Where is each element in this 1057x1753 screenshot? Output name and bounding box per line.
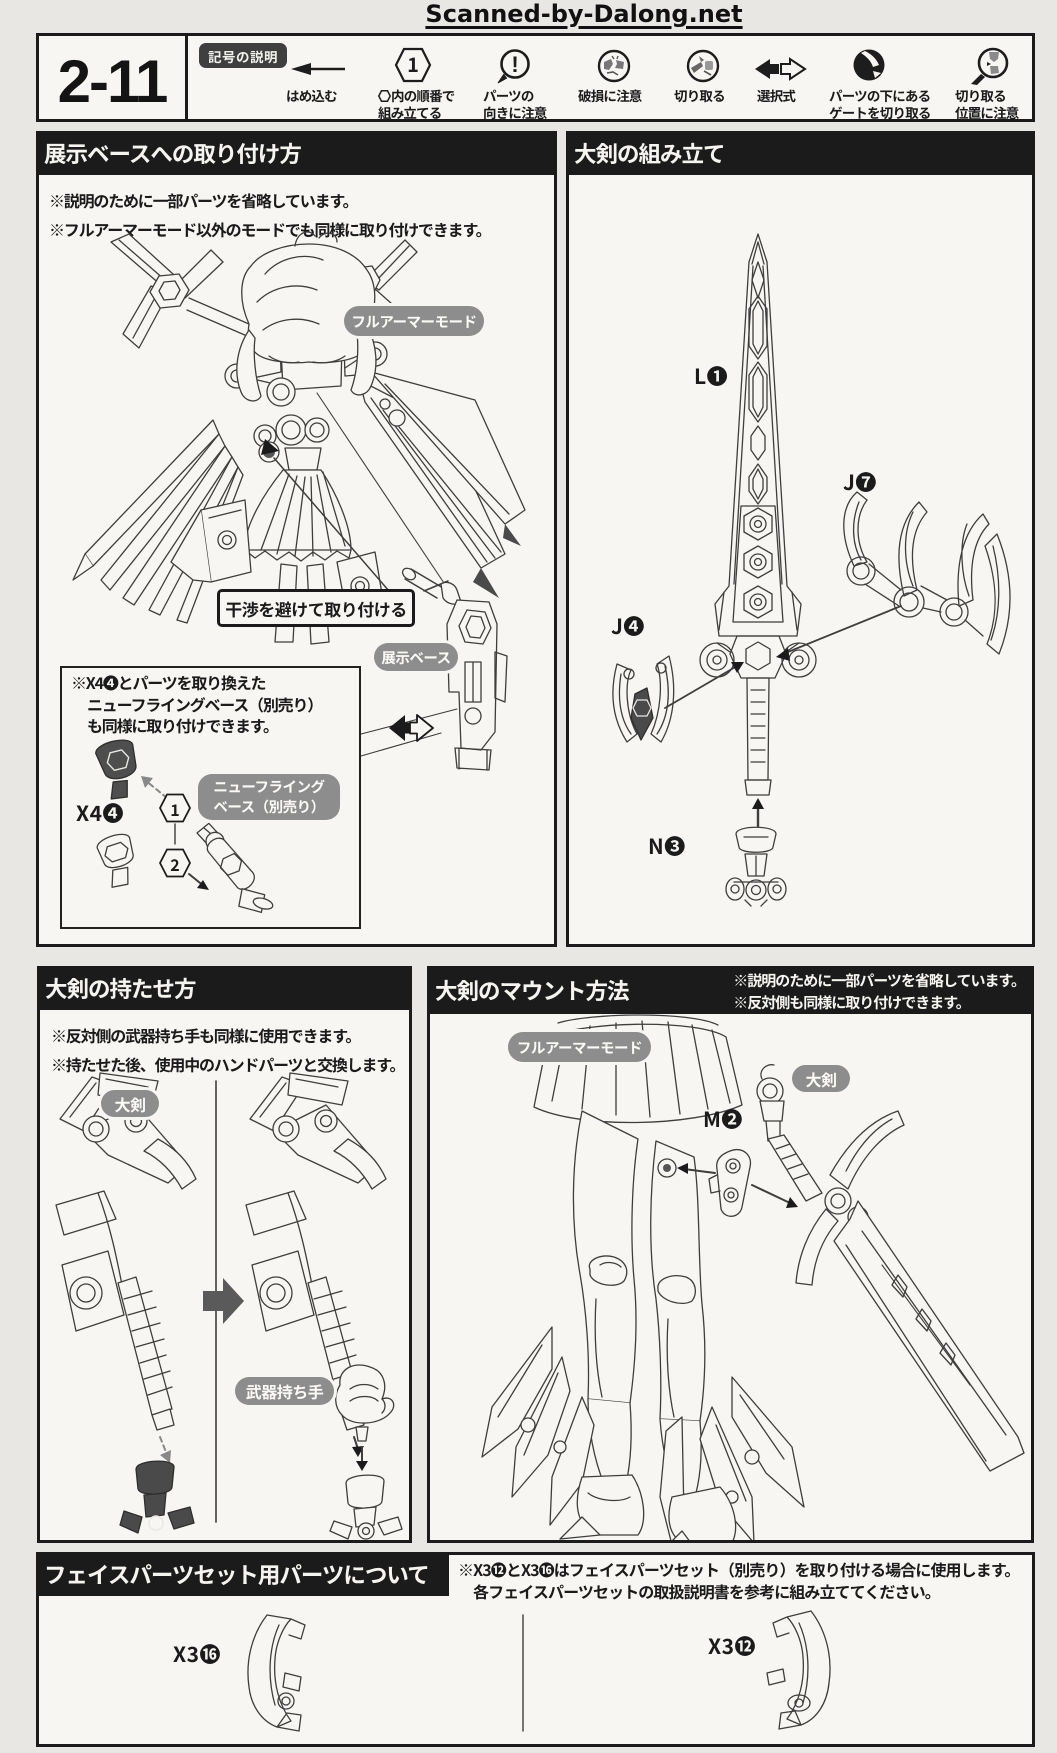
pill-full-armor-mode: フルアーマーモード xyxy=(508,1032,651,1062)
note-line: 各フェイスパーツセットの取扱説明書を参考に組み立ててください。 xyxy=(473,1579,941,1603)
legend-label-line: 組み立てる xyxy=(378,101,442,122)
pill-display-base: 展示ベース xyxy=(374,643,458,671)
legend-label-select: 選択式 xyxy=(757,85,796,105)
legend-label-line: 向きに注意 xyxy=(483,101,547,122)
legend-title-badge: 記号の説明 xyxy=(199,43,287,68)
section-title: 大剣の組み立て xyxy=(574,137,726,169)
callout-avoid-interference: 干渉を避けて取り付ける xyxy=(217,589,415,627)
pill-full-armor-mode: フルアーマーモード xyxy=(344,306,484,336)
damage-caution-icon xyxy=(597,49,631,83)
pill-weapon-hand: 武器持ち手 xyxy=(235,1377,334,1405)
section-title: フェイスパーツセット用パーツについて xyxy=(44,1558,430,1590)
section-face-parts: フェイスパーツセット用パーツについて ※X3⓬とX3⓰はフェイスパーツセット（別… xyxy=(36,1552,1035,1747)
pill-sword: 大剣 xyxy=(101,1090,159,1117)
pill-sword: 大剣 xyxy=(792,1065,850,1092)
pill-line: ニューフライング xyxy=(213,776,325,797)
part-label-j4: J❹ xyxy=(611,611,645,641)
legend-label-line: 位置に注意 xyxy=(955,101,1019,122)
note-line: ニューフライングベース（別売り） xyxy=(87,691,323,716)
section-sword-mount-header: 大剣のマウント方法 ※説明のために一部パーツを省略しています。 ※反対側も同様に… xyxy=(427,966,1034,1014)
note-line: ※反対側も同様に取り付けできます。 xyxy=(733,992,971,1013)
select-type-icon xyxy=(755,57,807,81)
section-title: 大剣の持たせ方 xyxy=(45,972,197,1004)
page-code: 2-11 xyxy=(57,48,169,115)
part-label-j7: J❼ xyxy=(843,467,877,497)
sub-note-text: ※X4❹とパーツを取り換えた ニューフライングベース（別売り） も同様に取り付け… xyxy=(71,670,323,737)
sword-mount-illustration xyxy=(481,1014,1025,1540)
section-sword-holding-header: 大剣の持たせ方 xyxy=(37,966,412,1010)
legend-label-cut: 切り取る xyxy=(674,85,726,105)
svg-text:1: 1 xyxy=(407,49,419,78)
legend-label-cut-position: 切り取る位置に注意 xyxy=(955,87,1019,120)
section-sword-assembly: 大剣の組み立て L❶ J❼ J❹ N❸ xyxy=(566,131,1035,947)
cut-off-icon xyxy=(686,49,720,83)
part-label-x4: X4❹ xyxy=(76,798,125,828)
legend-label-line: パーツの xyxy=(483,85,534,105)
section-title: 展示ベースへの取り付け方 xyxy=(44,137,302,169)
cut-position-caution-icon xyxy=(971,47,1009,85)
svg-text:!: ! xyxy=(511,47,518,79)
part-label-l1: L❶ xyxy=(694,361,729,391)
watermark: Scanned-by-Dalong.net xyxy=(425,0,743,28)
hexagon-inline-icon xyxy=(378,90,391,102)
hexagon-order-icon: 1 xyxy=(394,47,432,83)
sword-assembly-illustration xyxy=(612,233,1011,907)
legend-label-line: パーツの下にある xyxy=(829,85,931,105)
legend-label-fit: はめ込む xyxy=(286,85,338,105)
gate-under-part-icon xyxy=(853,49,885,81)
legend-label-order: 内の順番で組み立てる xyxy=(378,87,455,120)
note-line: ※X3⓬とX3⓰はフェイスパーツセット（別売り）を取り付ける場合に使用します。 xyxy=(458,1557,1020,1581)
legend-label-orientation: パーツの向きに注意 xyxy=(483,87,547,120)
section-notes: ※反対側の武器持ち手も同様に使用できます。 ※持たせた後、使用中のハンドパーツと… xyxy=(51,1021,405,1079)
legend-label-gate: パーツの下にあるゲートを切り取る xyxy=(829,87,931,120)
legend-label-line: 内の順番で xyxy=(391,85,455,105)
legend-label-line: ゲートを切り取る xyxy=(829,101,931,122)
legend-label-line: 切り取る xyxy=(955,85,1007,105)
display-base-illustration xyxy=(72,231,526,913)
face-parts-illustration xyxy=(247,1610,831,1732)
section-face-parts-header: フェイスパーツセット用パーツについて xyxy=(36,1552,449,1596)
orientation-caution-icon: ! xyxy=(497,47,530,84)
section-sword-assembly-header: 大剣の組み立て xyxy=(566,131,1035,175)
note-line: ※持たせた後、使用中のハンドパーツと交換します。 xyxy=(51,1052,405,1076)
legend-label-damage: 破損に注意 xyxy=(578,85,642,105)
pill-line: ベース（別売り） xyxy=(213,796,325,817)
note-line: ※説明のために一部パーツを省略しています。 xyxy=(733,970,1026,991)
sword-holding-illustration xyxy=(55,1072,403,1540)
fit-arrow-icon xyxy=(291,63,345,75)
part-label-n3: N❸ xyxy=(648,831,686,861)
note-line: ※説明のために一部パーツを省略しています。 xyxy=(49,188,359,212)
step-1-hexagon: 1 xyxy=(159,793,191,823)
section-notes: ※X3⓬とX3⓰はフェイスパーツセット（別売り）を取り付ける場合に使用します。 … xyxy=(458,1557,1020,1603)
section-display-base: 展示ベースへの取り付け方 ※説明のために一部パーツを省略しています。 ※フルアー… xyxy=(36,131,557,947)
note-line: ※X4❹とパーツを取り換えた xyxy=(71,670,267,694)
section-notes: ※説明のために一部パーツを省略しています。 ※反対側も同様に取り付けできます。 xyxy=(733,970,1026,1014)
section-title: 大剣のマウント方法 xyxy=(435,974,630,1006)
part-label-x3-12: X3⓬ xyxy=(708,1631,757,1661)
step-2-hexagon: 2 xyxy=(159,848,191,878)
note-line: も同様に取り付けできます。 xyxy=(87,713,279,737)
part-label-m2: M❷ xyxy=(703,1104,743,1134)
note-line: ※反対側の武器持ち手も同様に使用できます。 xyxy=(51,1023,361,1047)
section-sword-mount: 大剣のマウント方法 ※説明のために一部パーツを省略しています。 ※反対側も同様に… xyxy=(427,966,1034,1543)
legend-strip: 2-11 記号の説明 1 ! はめ込む 内の順番で組み立てる パーツの向きに注意… xyxy=(36,33,1035,122)
sub-note-box xyxy=(60,666,361,929)
strip-divider xyxy=(185,36,188,119)
pill-new-flying-base: ニューフライング ベース（別売り） xyxy=(198,774,340,820)
section-display-base-header: 展示ベースへの取り付け方 xyxy=(36,131,557,175)
section-sword-holding: 大剣の持たせ方 ※反対側の武器持ち手も同様に使用できます。 ※持たせた後、使用中… xyxy=(37,966,412,1543)
part-label-x3-16: X3⓰ xyxy=(173,1639,222,1669)
